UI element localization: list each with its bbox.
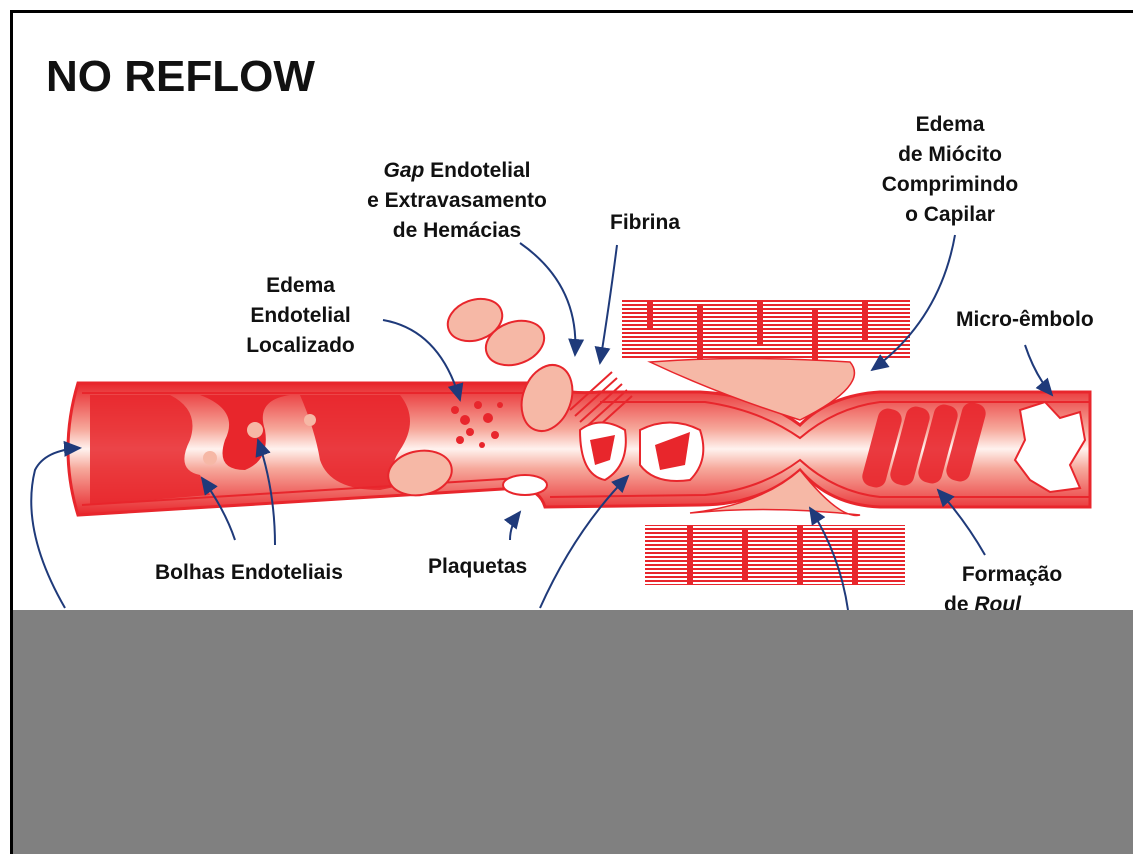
occluding-gray-panel [13, 610, 1133, 854]
label-fibrina: Fibrina [610, 208, 680, 238]
label-edema-miocito: Edema de Miócito Comprimindo o Capilar [862, 110, 1038, 230]
label-edema-miocito-1: Edema [862, 110, 1038, 140]
label-edema-miocito-3: Comprimindo [862, 170, 1038, 200]
myocyte-top [622, 300, 910, 360]
label-edema-endo-2: Endotelial [243, 301, 358, 331]
label-bolhas-endoteliais: Bolhas Endoteliais [155, 558, 343, 588]
label-edema-endo-3: Localizado [243, 331, 358, 361]
label-edema-endo-1: Edema [243, 271, 358, 301]
label-micro-embolo: Micro-êmbolo [956, 305, 1094, 335]
myocyte-bottom [645, 525, 905, 585]
label-gap-line2: e Extravasamento [350, 186, 564, 216]
label-edema-endotelial: Edema Endotelial Localizado [243, 271, 358, 361]
label-gap-line3: de Hemácias [350, 216, 564, 246]
label-edema-miocito-4: o Capilar [862, 200, 1038, 230]
label-formacao-1: Formação [942, 560, 1082, 590]
label-edema-miocito-2: de Miócito [862, 140, 1038, 170]
label-gap-endotelial: Gap Endotelial e Extravasamento de Hemác… [350, 156, 564, 246]
label-gap-rest: Endotelial [424, 159, 530, 182]
label-plaquetas: Plaquetas [428, 552, 527, 582]
label-gap-italic: Gap [383, 159, 424, 182]
